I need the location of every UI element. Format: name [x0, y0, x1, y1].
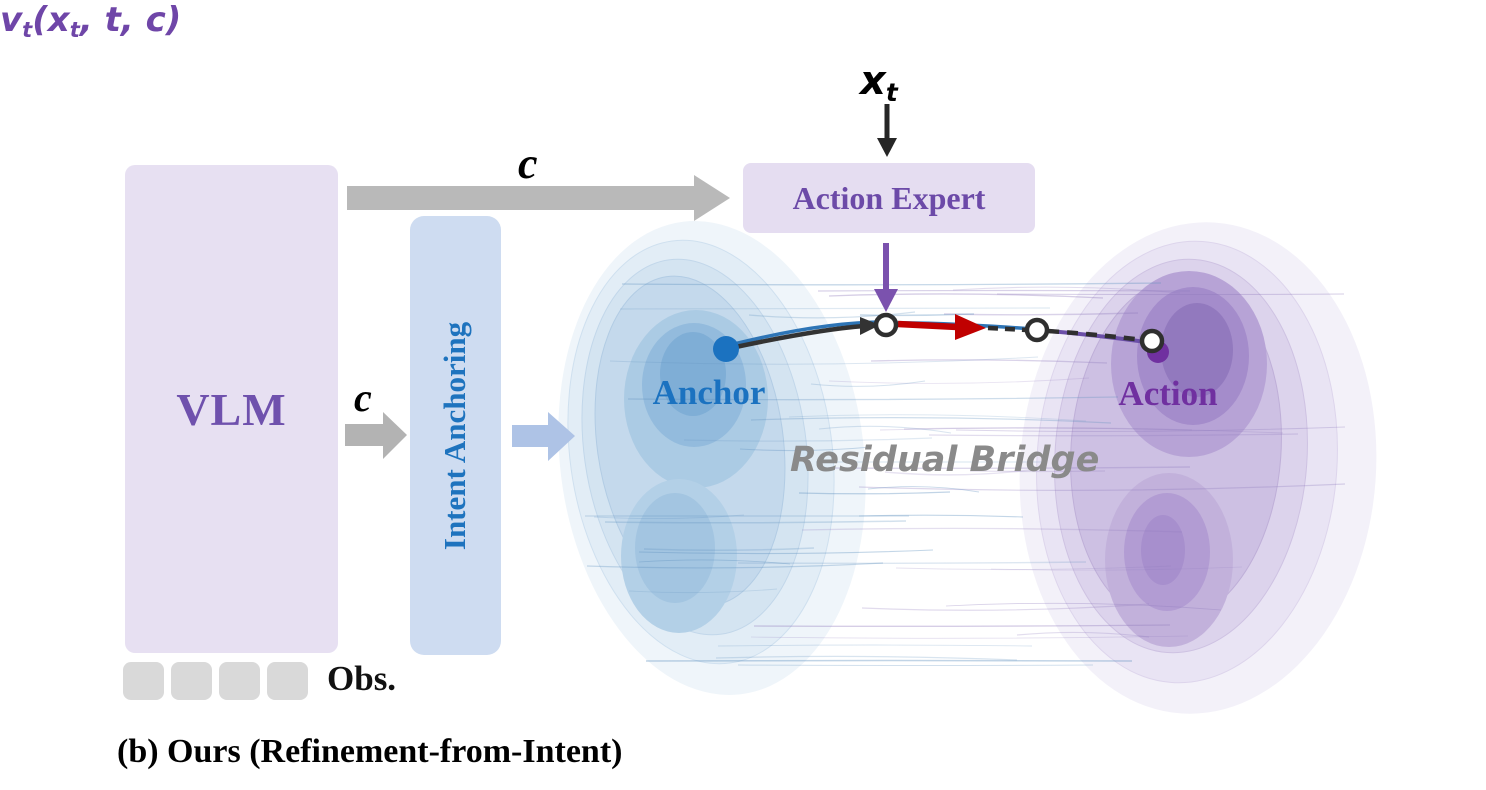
streamline — [859, 313, 975, 317]
streamline — [943, 312, 1139, 316]
anchor-dot — [713, 336, 739, 362]
streamline — [748, 311, 916, 319]
streamline — [750, 416, 1112, 424]
streamline — [717, 644, 1033, 647]
obs-token — [267, 662, 308, 700]
streamline — [952, 286, 1181, 294]
streamline — [1016, 631, 1150, 638]
intent-arrow-to-anchor — [512, 412, 575, 461]
streamline — [945, 602, 1222, 611]
noisy-action-symbol: xt — [860, 58, 898, 107]
streamline — [879, 427, 1284, 434]
trajectory-dash-1 — [987, 325, 1027, 333]
trajectory-black-arrowhead — [860, 317, 880, 335]
residual-red-arrow-line — [897, 320, 958, 331]
streamline — [818, 425, 952, 434]
intent-anchoring-block: Intent Anchoring — [410, 216, 501, 655]
streamline — [867, 486, 980, 493]
streamline — [828, 377, 1090, 384]
streamline — [621, 282, 1162, 286]
streamline — [593, 514, 745, 520]
streamline — [737, 561, 1087, 565]
intent-anchoring-label: Intent Anchoring — [437, 321, 473, 550]
residual-bridge-label: Residual Bridge — [790, 440, 1100, 480]
streamline — [801, 527, 1183, 533]
obs-token — [123, 662, 164, 700]
streamline — [739, 446, 872, 452]
streamline — [996, 293, 1345, 295]
streamline — [683, 437, 933, 442]
streamline — [928, 433, 1299, 437]
streamline — [586, 562, 884, 569]
anchor-distribution-cloud — [558, 221, 866, 695]
streamline — [638, 549, 934, 555]
streamline — [645, 659, 1133, 662]
figure-caption: (b) Ours (Refinement-from-Intent) — [117, 733, 623, 770]
streamline — [817, 289, 1191, 292]
streamline — [870, 359, 1108, 364]
observation-tokens — [123, 662, 308, 700]
streamline — [884, 468, 1039, 476]
streamline — [810, 380, 926, 387]
streamline — [858, 483, 1346, 491]
condition-arrow-to-action-expert — [347, 175, 730, 221]
streamline — [609, 356, 1039, 365]
streamline — [861, 603, 1150, 611]
streamline — [627, 396, 1119, 401]
streamline — [643, 547, 815, 552]
residual-red-arrowhead — [955, 314, 986, 340]
waypoint-circle-3 — [1139, 328, 1165, 354]
obs-token — [171, 662, 212, 700]
streamline — [990, 566, 1243, 571]
streamline — [638, 559, 791, 565]
streamline — [817, 466, 1191, 470]
streamlines — [584, 282, 1346, 666]
streamline — [903, 427, 1193, 431]
streamline — [619, 307, 1051, 310]
xt-input-arrow — [877, 104, 897, 157]
vlm-label: VLM — [176, 383, 287, 435]
streamline — [750, 635, 1189, 639]
streamline — [604, 520, 907, 524]
velocity-output-arrow — [874, 243, 898, 312]
trajectory — [713, 312, 1169, 363]
streamline — [715, 655, 1018, 661]
action-distribution-label: Action — [1118, 374, 1218, 413]
condition-arrow-to-intent-anchoring — [345, 412, 407, 459]
streamline — [858, 514, 1024, 518]
action-expert-label: Action Expert — [792, 179, 986, 216]
obs-token — [219, 662, 260, 700]
streamline — [955, 426, 1346, 432]
streamline — [737, 664, 1094, 666]
anchor-distribution-label: Anchor — [652, 373, 766, 412]
action-expert-block: Action Expert — [743, 163, 1035, 233]
streamline — [628, 588, 778, 594]
trajectory-black-arrow-line — [730, 323, 865, 351]
streamline — [895, 565, 1172, 571]
streamline — [828, 293, 1104, 299]
action-distribution-cloud — [1019, 222, 1377, 714]
condition-symbol-top: c — [518, 139, 538, 188]
streamline — [788, 414, 1087, 422]
waypoint-circle-2 — [1024, 317, 1050, 343]
streamline — [969, 470, 1106, 473]
obs-label: Obs. — [327, 659, 397, 698]
streamline — [753, 624, 1171, 628]
condition-symbol-mid: c — [354, 375, 372, 420]
streamline — [798, 491, 951, 495]
velocity-field-symbol: vt(xt, t, c) — [0, 0, 182, 42]
vlm-block: VLM — [125, 165, 338, 653]
waypoint-circle-1 — [873, 312, 899, 338]
